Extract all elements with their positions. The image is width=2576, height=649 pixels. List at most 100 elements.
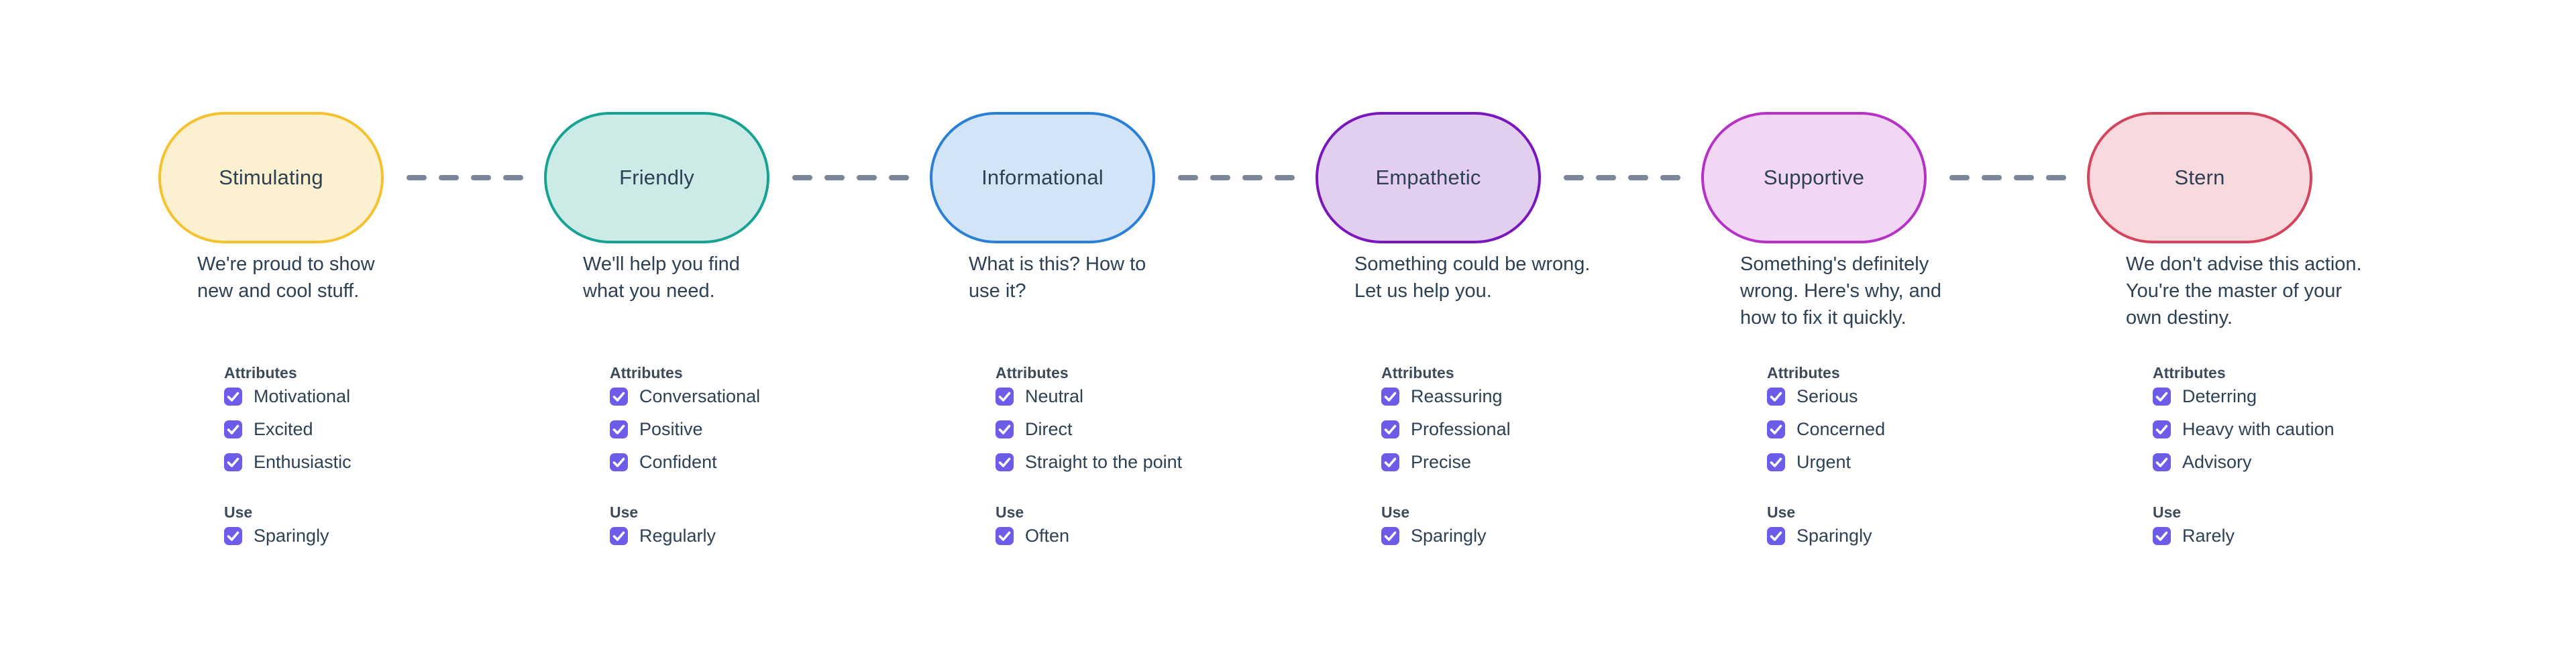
use-checkbox-row[interactable]: Sparingly: [1381, 526, 1623, 546]
attribute-label: Precise: [1411, 452, 1472, 472]
attribute-checkbox-row[interactable]: Reassuring: [1381, 386, 1623, 406]
connector-dash: [792, 175, 812, 180]
tone-node-pill: Friendly: [544, 112, 769, 243]
tone-column-supportive: Supportive Something's definitely wrong.…: [1621, 0, 2007, 649]
attribute-checkbox-row[interactable]: Straight to the point: [996, 452, 1237, 472]
attribute-checkbox-row[interactable]: Serious: [1767, 386, 2008, 406]
connector-line: [1927, 175, 2088, 180]
attributes-heading: Attributes: [1767, 364, 1840, 381]
attribute-checkbox-row[interactable]: Confident: [610, 452, 851, 472]
connector-dash: [1949, 175, 1970, 180]
checkbox-checked-icon[interactable]: [610, 388, 628, 406]
use-heading: Use: [1381, 504, 1410, 521]
tone-node-pill: Stern: [2087, 112, 2312, 243]
tone-description: We don't advise this action. You're the …: [2126, 251, 2414, 331]
connector-dash: [1660, 175, 1680, 180]
attribute-label: Heavy with caution: [2182, 419, 2334, 439]
attributes-heading: Attributes: [610, 364, 683, 381]
attribute-label: Neutral: [1025, 386, 1084, 406]
attribute-label: Urgent: [1796, 452, 1851, 472]
use-label: Rarely: [2182, 526, 2235, 546]
checkbox-checked-icon[interactable]: [1381, 420, 1399, 438]
description-line: Something could be wrong.: [1354, 253, 1591, 275]
tone-node-pill: Informational: [930, 112, 1155, 243]
attribute-label: Conversational: [639, 386, 761, 406]
checkbox-checked-icon[interactable]: [2153, 527, 2171, 545]
connector-dash: [1177, 175, 1198, 180]
attribute-checkbox-row[interactable]: Heavy with caution: [2153, 419, 2394, 439]
use-heading: Use: [224, 504, 253, 521]
tone-node-title: Empathetic: [1375, 166, 1481, 189]
attributes-heading: Attributes: [2153, 364, 2226, 381]
use-checkbox-row[interactable]: Sparingly: [224, 526, 466, 546]
description-line: what you need.: [583, 280, 715, 302]
connector-line: [770, 175, 930, 180]
connector-line: [1156, 175, 1316, 180]
attribute-label: Straight to the point: [1025, 452, 1183, 472]
tone-node-title: Informational: [981, 166, 1104, 189]
tone-description: Something could be wrong. Let us help yo…: [1354, 251, 1643, 304]
checkbox-checked-icon[interactable]: [1381, 453, 1399, 471]
tone-node-title: Supportive: [1763, 166, 1865, 189]
attribute-label: Direct: [1025, 419, 1073, 439]
attribute-checkbox-row[interactable]: Deterring: [2153, 386, 2394, 406]
attribute-checkbox-row[interactable]: Excited: [224, 419, 466, 439]
attribute-checkbox-row[interactable]: Advisory: [2153, 452, 2394, 472]
checkbox-checked-icon[interactable]: [1767, 388, 1785, 406]
tone-column-stimulating: Stimulating We're proud to show new and …: [78, 0, 464, 649]
tone-column-friendly: Friendly We'll help you find what you ne…: [464, 0, 850, 649]
attribute-checkbox-row[interactable]: Motivational: [224, 386, 466, 406]
attribute-checkbox-row[interactable]: Enthusiastic: [224, 452, 466, 472]
tone-description: Something's definitely wrong. Here's why…: [1740, 251, 2029, 331]
connector-dash: [406, 175, 427, 180]
tone-column-empathetic: Empathetic Something could be wrong. Let…: [1236, 0, 1621, 649]
use-checkbox-row[interactable]: Often: [996, 526, 1237, 546]
checkbox-checked-icon[interactable]: [2153, 388, 2171, 406]
use-checkbox-row[interactable]: Regularly: [610, 526, 851, 546]
checkbox-checked-icon[interactable]: [1767, 420, 1785, 438]
connector-dash: [2013, 175, 2034, 180]
checkbox-checked-icon[interactable]: [224, 420, 242, 438]
tone-node-title: Stimulating: [219, 166, 323, 189]
checkbox-checked-icon[interactable]: [996, 420, 1014, 438]
attribute-checkbox-row[interactable]: Professional: [1381, 419, 1623, 439]
attribute-checkbox-row[interactable]: Concerned: [1767, 419, 2008, 439]
attribute-checkbox-row[interactable]: Precise: [1381, 452, 1623, 472]
checkbox-checked-icon[interactable]: [224, 527, 242, 545]
checkbox-checked-icon[interactable]: [610, 527, 628, 545]
checkbox-checked-icon[interactable]: [224, 388, 242, 406]
checkbox-checked-icon[interactable]: [1767, 527, 1785, 545]
checkbox-checked-icon[interactable]: [610, 420, 628, 438]
description-line: We'll help you find: [583, 253, 740, 275]
attributes-heading: Attributes: [1381, 364, 1454, 381]
checkbox-checked-icon[interactable]: [1767, 453, 1785, 471]
attributes-section: Attributes Deterring Heavy with caution …: [2153, 363, 2394, 560]
checkbox-checked-icon[interactable]: [1381, 527, 1399, 545]
tone-node-pill: Supportive: [1701, 112, 1927, 243]
attribute-label: Motivational: [254, 386, 351, 406]
use-heading: Use: [610, 504, 639, 521]
checkbox-checked-icon[interactable]: [996, 527, 1014, 545]
checkbox-checked-icon[interactable]: [2153, 420, 2171, 438]
attributes-heading: Attributes: [996, 364, 1069, 381]
description-line: new and cool stuff.: [197, 280, 360, 302]
attribute-checkbox-row[interactable]: Positive: [610, 419, 851, 439]
attribute-checkbox-row[interactable]: Urgent: [1767, 452, 2008, 472]
checkbox-checked-icon[interactable]: [610, 453, 628, 471]
use-checkbox-row[interactable]: Sparingly: [1767, 526, 2008, 546]
checkbox-checked-icon[interactable]: [1381, 388, 1399, 406]
attribute-label: Excited: [254, 419, 313, 439]
use-checkbox-row[interactable]: Rarely: [2153, 526, 2394, 546]
checkbox-checked-icon[interactable]: [224, 453, 242, 471]
checkbox-checked-icon[interactable]: [2153, 453, 2171, 471]
checkbox-checked-icon[interactable]: [996, 388, 1014, 406]
attribute-checkbox-row[interactable]: Direct: [996, 419, 1237, 439]
tone-node-title: Stern: [2174, 166, 2225, 189]
attribute-checkbox-row[interactable]: Neutral: [996, 386, 1237, 406]
attribute-checkbox-row[interactable]: Conversational: [610, 386, 851, 406]
tone-node-title: Friendly: [619, 166, 694, 189]
checkbox-checked-icon[interactable]: [996, 453, 1014, 471]
connector-line: [384, 175, 545, 180]
connector-dash: [502, 175, 523, 180]
